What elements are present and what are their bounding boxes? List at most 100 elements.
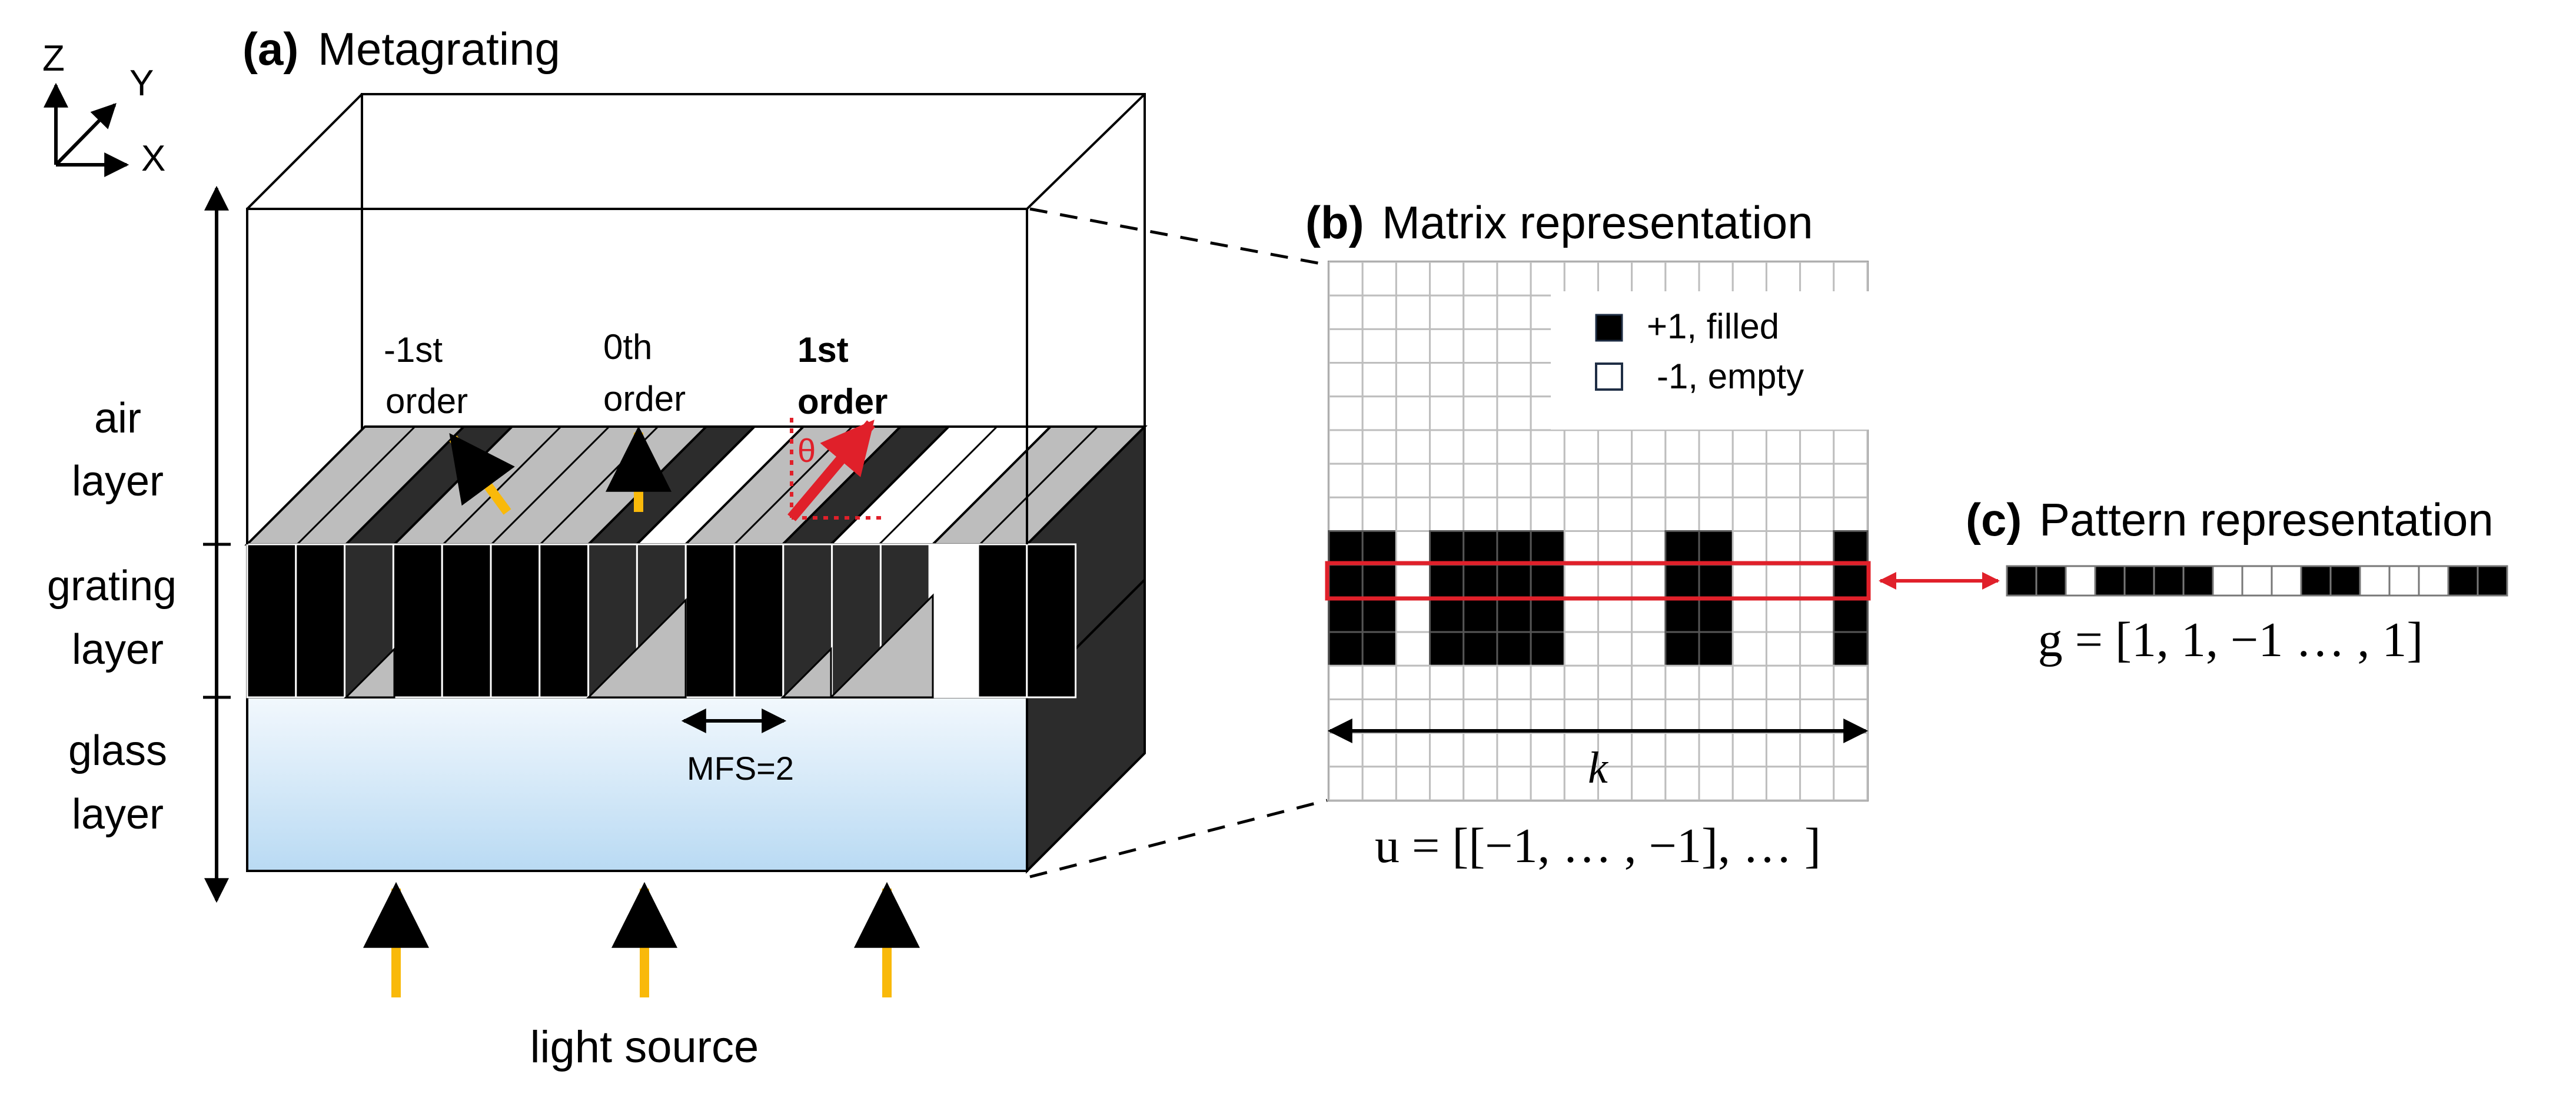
matrix-cell xyxy=(1462,732,1498,768)
panel-c-letter: (c) xyxy=(1966,494,2022,545)
air-layer-label-1: air xyxy=(94,395,141,442)
pattern-cell xyxy=(2006,565,2037,597)
air-box-outline xyxy=(246,93,1146,544)
matrix-cell xyxy=(1496,395,1532,431)
matrix-cell xyxy=(1731,564,1767,600)
pattern-cell xyxy=(2447,565,2479,597)
matrix-cell xyxy=(1799,766,1835,801)
matrix-cell xyxy=(1328,530,1364,566)
grating-void-shadow xyxy=(344,647,395,698)
matrix-cell xyxy=(1496,564,1532,600)
matrix-cell xyxy=(1833,664,1869,700)
matrix-cell xyxy=(1631,530,1667,566)
matrix-cell xyxy=(1496,597,1532,633)
matrix-cell xyxy=(1496,631,1532,667)
grating-column xyxy=(539,543,590,698)
matrix-cell xyxy=(1328,294,1364,330)
matrix-cell xyxy=(1530,664,1565,700)
matrix-cell xyxy=(1799,732,1835,768)
matrix-cell xyxy=(1664,530,1700,566)
matrix-cell xyxy=(1429,664,1465,700)
panel-c-title: Pattern representation xyxy=(2039,494,2494,545)
pattern-cell xyxy=(2359,565,2391,597)
matrix-cell xyxy=(1631,664,1667,700)
xyz-axes-icon xyxy=(44,82,129,177)
pattern-cell xyxy=(2477,565,2508,597)
matrix-cell xyxy=(1530,631,1565,667)
matrix-cell xyxy=(1597,496,1633,532)
grating-column xyxy=(733,543,785,698)
grating-column xyxy=(246,543,297,698)
matrix-cell xyxy=(1462,664,1498,700)
matrix-cell xyxy=(1395,664,1431,700)
matrix-cell xyxy=(1765,564,1801,600)
matrix-cell xyxy=(1563,530,1599,566)
matrix-cell xyxy=(1631,698,1667,734)
axis-z-label: Z xyxy=(42,38,65,79)
grating-void-shadow xyxy=(780,647,832,698)
matrix-cell xyxy=(1496,698,1532,734)
matrix-cell xyxy=(1731,698,1767,734)
grating-void-shadow xyxy=(586,598,687,698)
matrix-cell xyxy=(1395,530,1431,566)
matrix-cell xyxy=(1429,564,1465,600)
matrix-cell xyxy=(1462,261,1498,297)
matrix-cell xyxy=(1496,664,1532,700)
grating-front-face xyxy=(246,543,1077,698)
matrix-cell xyxy=(1429,395,1465,431)
matrix-cell xyxy=(1664,766,1700,801)
grating-column xyxy=(490,543,541,698)
matrix-cell xyxy=(1462,429,1498,465)
matrix-cell xyxy=(1664,564,1700,600)
theta-label: θ xyxy=(797,432,816,469)
matrix-cell xyxy=(1361,698,1397,734)
matrix-cell xyxy=(1799,463,1835,498)
g-formula: g = [1, 1, −1 … , 1] xyxy=(2038,613,2424,667)
matrix-cell xyxy=(1833,261,1869,297)
matrix-cell xyxy=(1833,597,1869,633)
matrix-cell xyxy=(1765,631,1801,667)
matrix-cell xyxy=(1765,766,1801,801)
zeroth-order-label-2: order xyxy=(603,379,686,418)
matrix-cell xyxy=(1631,429,1667,465)
matrix-cell xyxy=(1429,328,1465,364)
pattern-cell xyxy=(2212,565,2243,597)
matrix-cell xyxy=(1429,698,1465,734)
matrix-cell xyxy=(1563,564,1599,600)
matrix-cell xyxy=(1799,530,1835,566)
k-label: k xyxy=(1588,743,1608,793)
matrix-cell xyxy=(1765,463,1801,498)
matrix-cell xyxy=(1530,564,1565,600)
pattern-cell xyxy=(2300,565,2332,597)
matrix-cell xyxy=(1698,261,1734,297)
matrix-cell xyxy=(1328,261,1364,297)
first-order-label-1: 1st xyxy=(797,330,849,370)
first-order-arrow xyxy=(787,420,875,521)
matrix-cell xyxy=(1563,496,1599,532)
matrix-cell xyxy=(1698,429,1734,465)
matrix-cell xyxy=(1361,664,1397,700)
matrix-cell xyxy=(1395,328,1431,364)
matrix-cell xyxy=(1563,463,1599,498)
matrix-cell xyxy=(1328,496,1364,532)
matrix-cell xyxy=(1462,328,1498,364)
matrix-cell xyxy=(1395,597,1431,633)
grating-top-fin-lines xyxy=(296,425,1099,545)
matrix-cell xyxy=(1496,429,1532,465)
matrix-cell xyxy=(1361,530,1397,566)
matrix-cell xyxy=(1496,328,1532,364)
matrix-cell xyxy=(1328,463,1364,498)
matrix-cell xyxy=(1731,732,1767,768)
mfs-label: MFS=2 xyxy=(687,750,794,787)
matrix-cell xyxy=(1833,530,1869,566)
matrix-cell xyxy=(1664,261,1700,297)
matrix-cell xyxy=(1765,530,1801,566)
matrix-cell xyxy=(1496,261,1532,297)
grating-column xyxy=(392,543,443,698)
matrix-cell xyxy=(1429,294,1465,330)
matrix-cell xyxy=(1328,564,1364,600)
matrix-cell xyxy=(1496,294,1532,330)
matrix-cell xyxy=(1361,294,1397,330)
matrix-cell xyxy=(1462,766,1498,801)
